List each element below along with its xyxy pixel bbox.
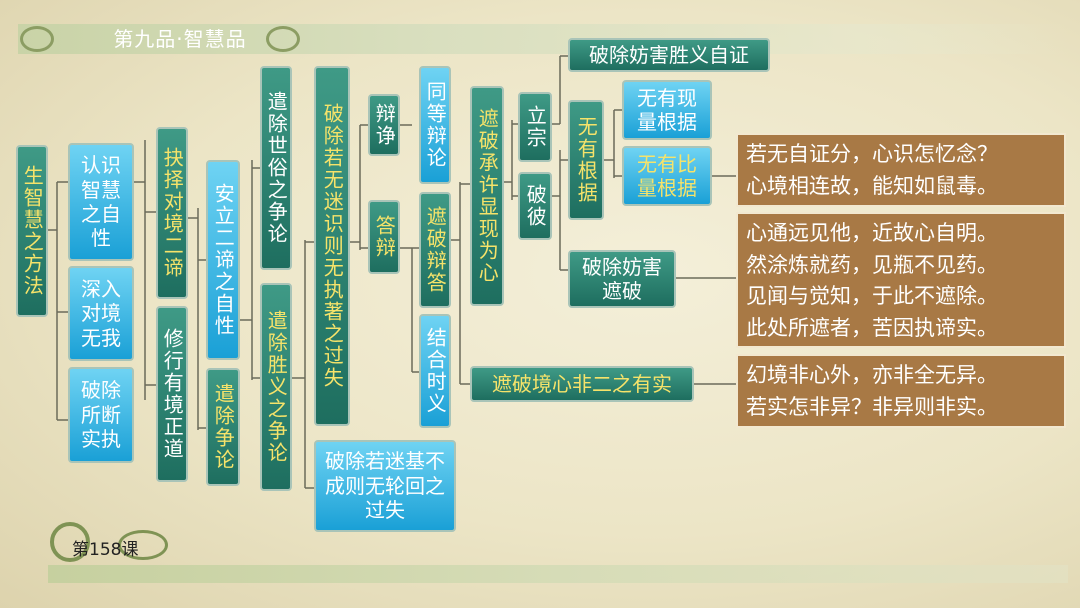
node-qianchu-zhenglun: 遣除争论: [206, 368, 240, 486]
node-pochu-fanghai-shengyi-zizheng: 破除妨害胜义自证: [568, 38, 770, 72]
quote-box-2: 心通远见他，近故心自明。 然涂炼就药，见瓶不见药。 见闻与觉知，于此不遮除。 此…: [736, 212, 1066, 348]
footer-band: [48, 565, 1068, 583]
node-pochu-ruo-miji-bucheng-guoshi: 破除若迷基不成则无轮回之过失: [314, 440, 456, 532]
node-label: 无有比量根据: [637, 151, 697, 200]
quote-line: 若实怎非异？非异则非实。: [746, 394, 998, 419]
node-zhepo-chengxu-xianxian-weixin: 遮破承许显现为心: [470, 86, 504, 306]
node-label: 认识智慧之自性: [81, 153, 121, 251]
node-wuyou-biliang-genju: 无有比量根据: [622, 146, 712, 206]
node-jiehe-shiyi: 结合时义: [419, 314, 451, 428]
swirl-ornament-icon: [118, 530, 168, 560]
node-label: 深入对境无我: [81, 276, 121, 350]
header-band: [18, 24, 1070, 54]
node-pochu-ruowu-mishi-guoshi: 破除若无迷识则无执著之过失: [314, 66, 350, 426]
node-wuyou-xianliang-genju: 无有现量根据: [622, 80, 712, 140]
quote-line: 心通远见他，近故心自明。: [746, 221, 998, 245]
node-zhepo-jingxin-feier-youshi: 遮破境心非二之有实: [470, 366, 694, 402]
header-ornament-right-icon: [266, 26, 300, 52]
quote-line: 心境相连故，能知如鼠毒。: [746, 173, 998, 198]
node-qianchu-shisu-zhenglun: 遣除世俗之争论: [260, 66, 292, 270]
node-label: 破除妨害遮破: [582, 254, 662, 303]
quote-line: 见闻与觉知，于此不遮除。: [746, 284, 998, 308]
quote-line: 此处所遮者，苦因执谛实。: [746, 315, 998, 340]
quote-line: 然涂炼就药，见瓶不见药。: [746, 252, 998, 277]
header-ornament-left-icon: [20, 26, 54, 52]
node-jueze-duijing-erdi: 抉择对境二谛: [156, 127, 188, 299]
node-anli-erdi-zixing: 安立二谛之自性: [206, 160, 240, 360]
node-qianchu-shengyi-zhenglun: 遣除胜义之争论: [260, 283, 292, 491]
node-bianzheng: 辩诤: [368, 94, 400, 156]
node-lizong: 立宗: [518, 92, 552, 162]
node-wuyou-genju: 无有根据: [568, 100, 604, 220]
node-label: 破除所断实执: [81, 378, 121, 452]
quote-box-1: 若无自证分，心识怎忆念？ 心境相连故，能知如鼠毒。: [736, 133, 1066, 207]
node-renshi-zhihui-zixing: 认识智慧之自性: [68, 143, 134, 261]
node-pochu-suoduan-shizhi: 破除所断实执: [68, 367, 134, 463]
quote-box-3: 幻境非心外，亦非全无异。 若实怎非异？非异则非实。: [736, 354, 1066, 428]
node-pochu-fanghai-zhepo: 破除妨害遮破: [568, 250, 676, 308]
swirl-ornament-icon: [50, 522, 90, 562]
node-dabian: 答辩: [368, 200, 400, 274]
quote-line: 若无自证分，心识怎忆念？: [746, 142, 998, 166]
quote-line: 幻境非心外，亦非全无异。: [746, 363, 998, 387]
node-pobi: 破彼: [518, 172, 552, 240]
lesson-number: 第158课: [72, 540, 139, 560]
node-zhepo-bianda: 遮破辩答: [419, 192, 451, 308]
node-shenru-duijing-wuwo: 深入对境无我: [68, 266, 134, 361]
page-title: 第九品·智慧品: [113, 27, 247, 51]
node-label: 无有现量根据: [637, 85, 697, 134]
node-sheng-zhihui-fangfa: 生智慧之方法: [16, 145, 48, 317]
node-tongdeng-bianlun: 同等辩论: [419, 66, 451, 184]
node-xiuxing-youjing-zhengdao: 修行有境正道: [156, 306, 188, 482]
node-label: 破除若迷基不成则无轮回之过失: [325, 449, 445, 523]
